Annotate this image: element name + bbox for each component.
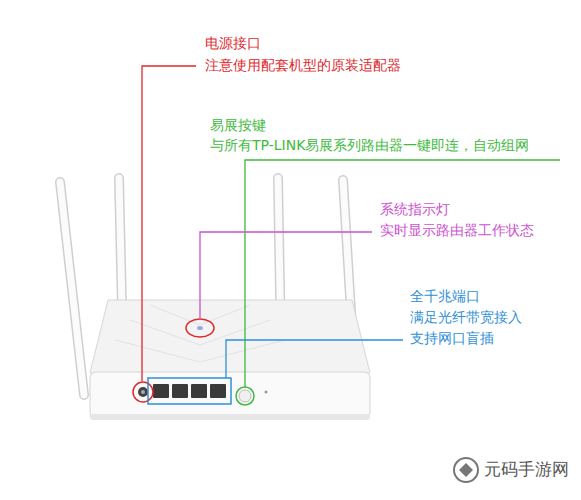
- callout-note: 与所有TP-LINK易展系列路由器一键即连，自动组网: [210, 137, 529, 154]
- antenna: [60, 182, 84, 395]
- router-base: [90, 414, 370, 420]
- logo-mark: [459, 463, 473, 477]
- highlight-circle: [236, 387, 254, 405]
- leader-line: [226, 340, 403, 378]
- callout-title: 易展按键: [210, 117, 266, 134]
- rj45-port: [153, 384, 169, 398]
- watermark-logo: [454, 458, 478, 482]
- power-jack: [138, 387, 148, 397]
- leader-line: [142, 66, 196, 381]
- mesh-button: [239, 390, 251, 402]
- leader-line: [200, 232, 372, 318]
- callout-title: 系统指示灯: [380, 201, 450, 218]
- antenna: [60, 182, 84, 395]
- router-front: [90, 372, 370, 418]
- router-top: [90, 300, 370, 373]
- leader-line: [245, 160, 560, 387]
- callout-note: 注意使用配套机型的原装适配器: [205, 57, 401, 74]
- small-led: [265, 391, 268, 394]
- callout-note: 支持网口盲插: [410, 330, 494, 347]
- logo-ring: [454, 458, 478, 482]
- rj45-port: [191, 384, 207, 398]
- callout-note: 实时显示路由器工作状态: [380, 222, 534, 239]
- rj45-port: [210, 384, 226, 398]
- watermark: 元码手游网: [484, 459, 569, 479]
- callout-note: 满足光纤带宽接入: [410, 309, 522, 326]
- highlight-ellipse: [186, 319, 214, 337]
- indicator-led: [197, 326, 203, 330]
- highlight-circle: [133, 382, 153, 402]
- highlight-rect: [148, 378, 231, 404]
- lan-ports: [153, 384, 226, 398]
- power-jack-pin: [141, 390, 145, 394]
- callout-title: 全千兆端口: [410, 288, 480, 305]
- callout-title: 电源接口: [205, 35, 261, 52]
- rj45-port: [172, 384, 188, 398]
